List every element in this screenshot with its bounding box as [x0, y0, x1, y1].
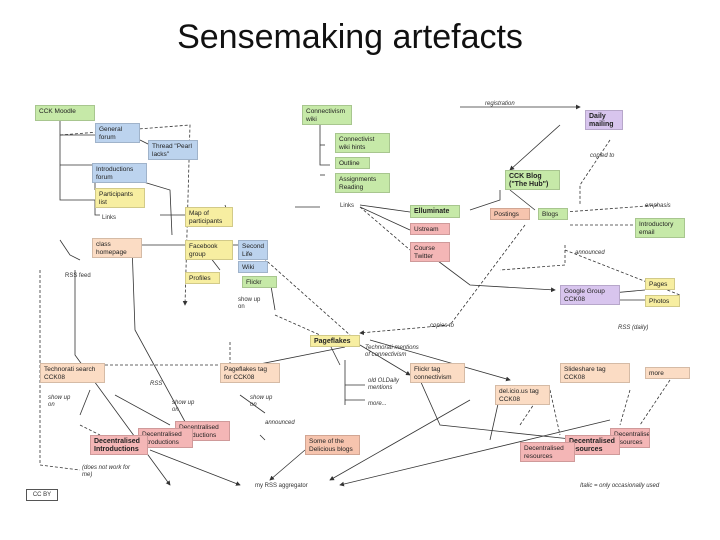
node-rss-aggregator: my RSS aggregator: [255, 483, 308, 489]
node-slideshare-tag: Slideshare tag CCK08: [560, 363, 630, 383]
label-show-up-on-2: show up on: [48, 395, 71, 408]
cc-license-badge: CC BY: [26, 489, 58, 501]
label-show-up-on-4: show up on: [172, 400, 195, 413]
node-facebook: Facebook group: [185, 240, 233, 260]
node-flickr: Flickr: [242, 276, 277, 288]
node-delicious-tag: del.icio.us tag CCK08: [495, 385, 550, 405]
node-second-life: Second Life: [238, 240, 268, 260]
node-more-right: more: [645, 367, 690, 379]
label-show-up-on-1: show up on: [238, 297, 261, 310]
label-links-left: Links: [102, 215, 117, 221]
node-outline: Outline: [335, 157, 370, 169]
node-introductory-email: Introductory email: [635, 218, 685, 238]
node-elluminate: Elluminate: [410, 205, 460, 218]
label-announced: announced: [575, 250, 605, 256]
node-ustream: Ustream: [410, 223, 450, 235]
node-delicious-blogs: Some of the Delicious blogs: [305, 435, 360, 455]
sensemaking-diagram: CCK Moodle General forum Thread "Pearl l…: [20, 95, 695, 505]
node-postings: Postings: [490, 208, 530, 220]
node-wiki: Wiki: [238, 261, 268, 273]
node-participants-list: Participants list: [95, 188, 145, 208]
label-technorati-mentions: Technorati mentions of connectivism: [365, 345, 419, 358]
node-photos: Photos: [645, 295, 680, 307]
node-connectivist-hints: Connectivist wiki hints: [335, 133, 390, 153]
node-connectivism-wiki: Connectivism wiki: [302, 105, 352, 125]
node-class-homepage: class homepage: [92, 238, 142, 258]
node-google-group: Google Group CCK08: [560, 285, 620, 305]
node-pageflakes-tag: Pageflakes tag for CCK08: [220, 363, 280, 383]
node-profiles: Profiles: [185, 272, 220, 284]
node-course-twitter: Course Twitter: [410, 242, 450, 262]
node-cck-blog: CCK Blog ("The Hub"): [505, 170, 560, 190]
slide-title: Sensemaking artefacts: [177, 18, 523, 56]
node-technorati-search: Technorati search CCK08: [40, 363, 105, 383]
node-map: Map of participants: [185, 207, 233, 227]
label-does-not-work: (does not work for me): [82, 465, 131, 478]
node-introductions-forum: Introductions forum: [92, 163, 147, 183]
node-pages: Pages: [645, 278, 675, 290]
label-announced-2: announced: [265, 420, 295, 426]
node-decentral-resources: Decentralised resources: [520, 442, 575, 462]
node-blogs: Blogs: [538, 208, 568, 220]
label-copies-to: copies to: [430, 323, 455, 329]
label-show-up-on-3: show up on: [250, 395, 273, 408]
node-pageflakes: Pageflakes: [310, 335, 360, 347]
node-assignments: Assignments Reading: [335, 173, 390, 193]
label-rss-feed: RSS feed: [65, 273, 91, 279]
label-registration: registration: [485, 101, 515, 107]
node-decentral-intro-front: Decentralised Introductions: [90, 435, 148, 455]
label-copied-to: copied to: [590, 153, 615, 159]
label-italic-note: Italic = only occasionally used: [580, 483, 660, 489]
node-cck-moodle: CCK Moodle: [35, 105, 95, 121]
label-old-oldaily: old OLDaily mentions: [368, 378, 400, 391]
label-links-center: Links: [340, 203, 355, 209]
node-thread: Thread "Pearl lacks": [148, 140, 198, 160]
label-emphasis: emphasis: [645, 203, 671, 209]
label-rss-daily: RSS (daily): [618, 325, 649, 331]
label-rss: RSS: [150, 381, 163, 387]
label-more-list: more...: [368, 401, 387, 407]
node-daily-mailing: Daily mailing: [585, 110, 623, 130]
node-flickr-tag: Flickr tag connectivism: [410, 363, 465, 383]
node-decentral-res-back: Decentralised resources: [610, 428, 650, 448]
node-general-forum: General forum: [95, 123, 140, 143]
